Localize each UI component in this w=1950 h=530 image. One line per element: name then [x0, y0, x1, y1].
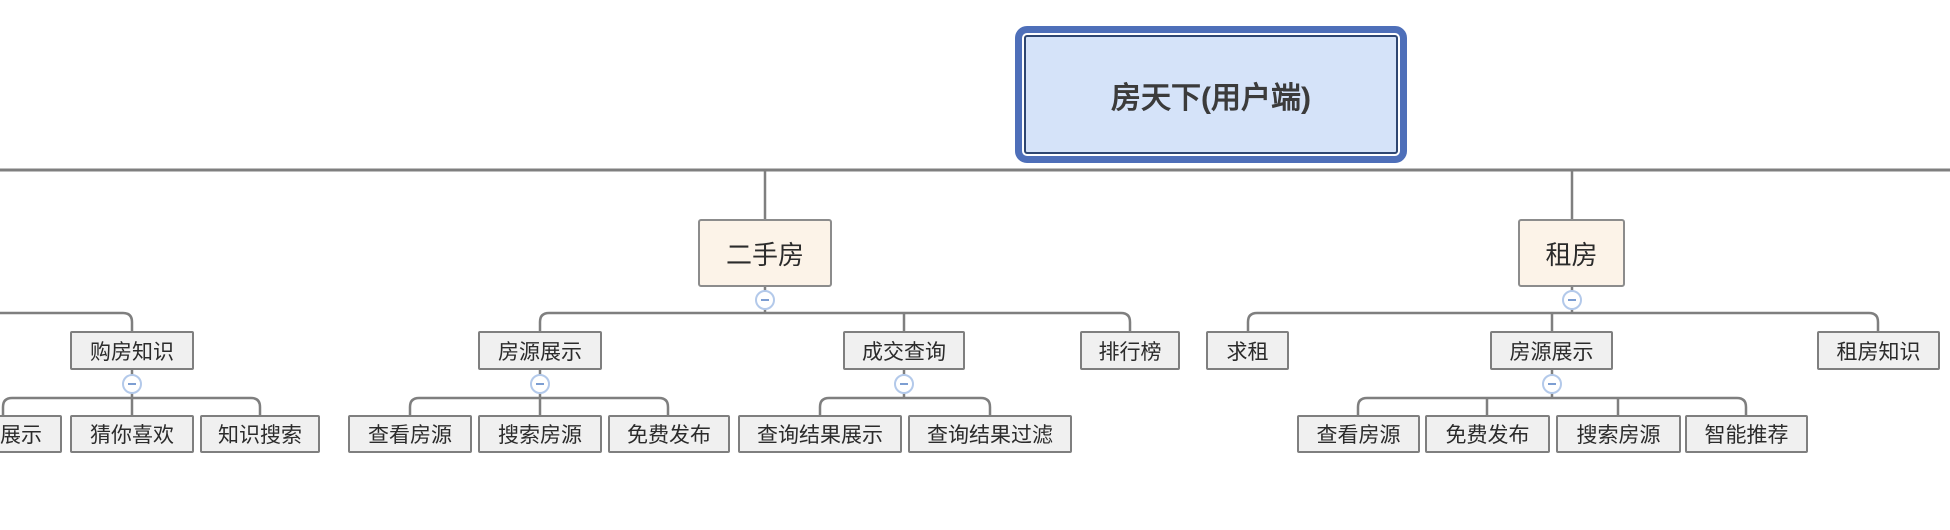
node-display-partial[interactable]: 展示 — [0, 415, 62, 453]
node-query-result-display[interactable]: 查询结果展示 — [738, 415, 902, 453]
collapse-icon[interactable] — [122, 374, 142, 394]
node-seek-rent[interactable]: 求租 — [1206, 331, 1289, 370]
node-buying-knowledge[interactable]: 购房知识 — [70, 331, 194, 370]
node-view-listings-sh[interactable]: 查看房源 — [348, 415, 472, 453]
node-view-listings-rent[interactable]: 查看房源 — [1297, 415, 1420, 453]
collapse-icon[interactable] — [530, 374, 550, 394]
node-free-publish-sh[interactable]: 免费发布 — [608, 415, 730, 453]
node-listing-display-sh[interactable]: 房源展示 — [478, 331, 602, 370]
node-listing-display-rent[interactable]: 房源展示 — [1490, 331, 1613, 370]
node-secondhand-house[interactable]: 二手房 — [698, 219, 832, 287]
node-guess-you-like[interactable]: 猜你喜欢 — [70, 415, 194, 453]
collapse-icon[interactable] — [755, 290, 775, 310]
node-root-label: 房天下(用户端) — [1024, 35, 1398, 154]
node-free-publish-rent[interactable]: 免费发布 — [1425, 415, 1550, 453]
node-knowledge-search[interactable]: 知识搜索 — [200, 415, 320, 453]
node-search-listings-sh[interactable]: 搜索房源 — [478, 415, 602, 453]
node-smart-recommend[interactable]: 智能推荐 — [1685, 415, 1808, 453]
collapse-icon[interactable] — [1542, 374, 1562, 394]
node-root[interactable]: 房天下(用户端) — [1015, 26, 1407, 163]
collapse-icon[interactable] — [1562, 290, 1582, 310]
collapse-icon[interactable] — [894, 374, 914, 394]
node-ranking[interactable]: 排行榜 — [1080, 331, 1180, 370]
node-deal-query[interactable]: 成交查询 — [843, 331, 965, 370]
node-rent-house[interactable]: 租房 — [1518, 219, 1625, 287]
node-search-listings-rent[interactable]: 搜索房源 — [1556, 415, 1681, 453]
node-query-result-filter[interactable]: 查询结果过滤 — [908, 415, 1072, 453]
node-rent-knowledge[interactable]: 租房知识 — [1817, 331, 1940, 370]
